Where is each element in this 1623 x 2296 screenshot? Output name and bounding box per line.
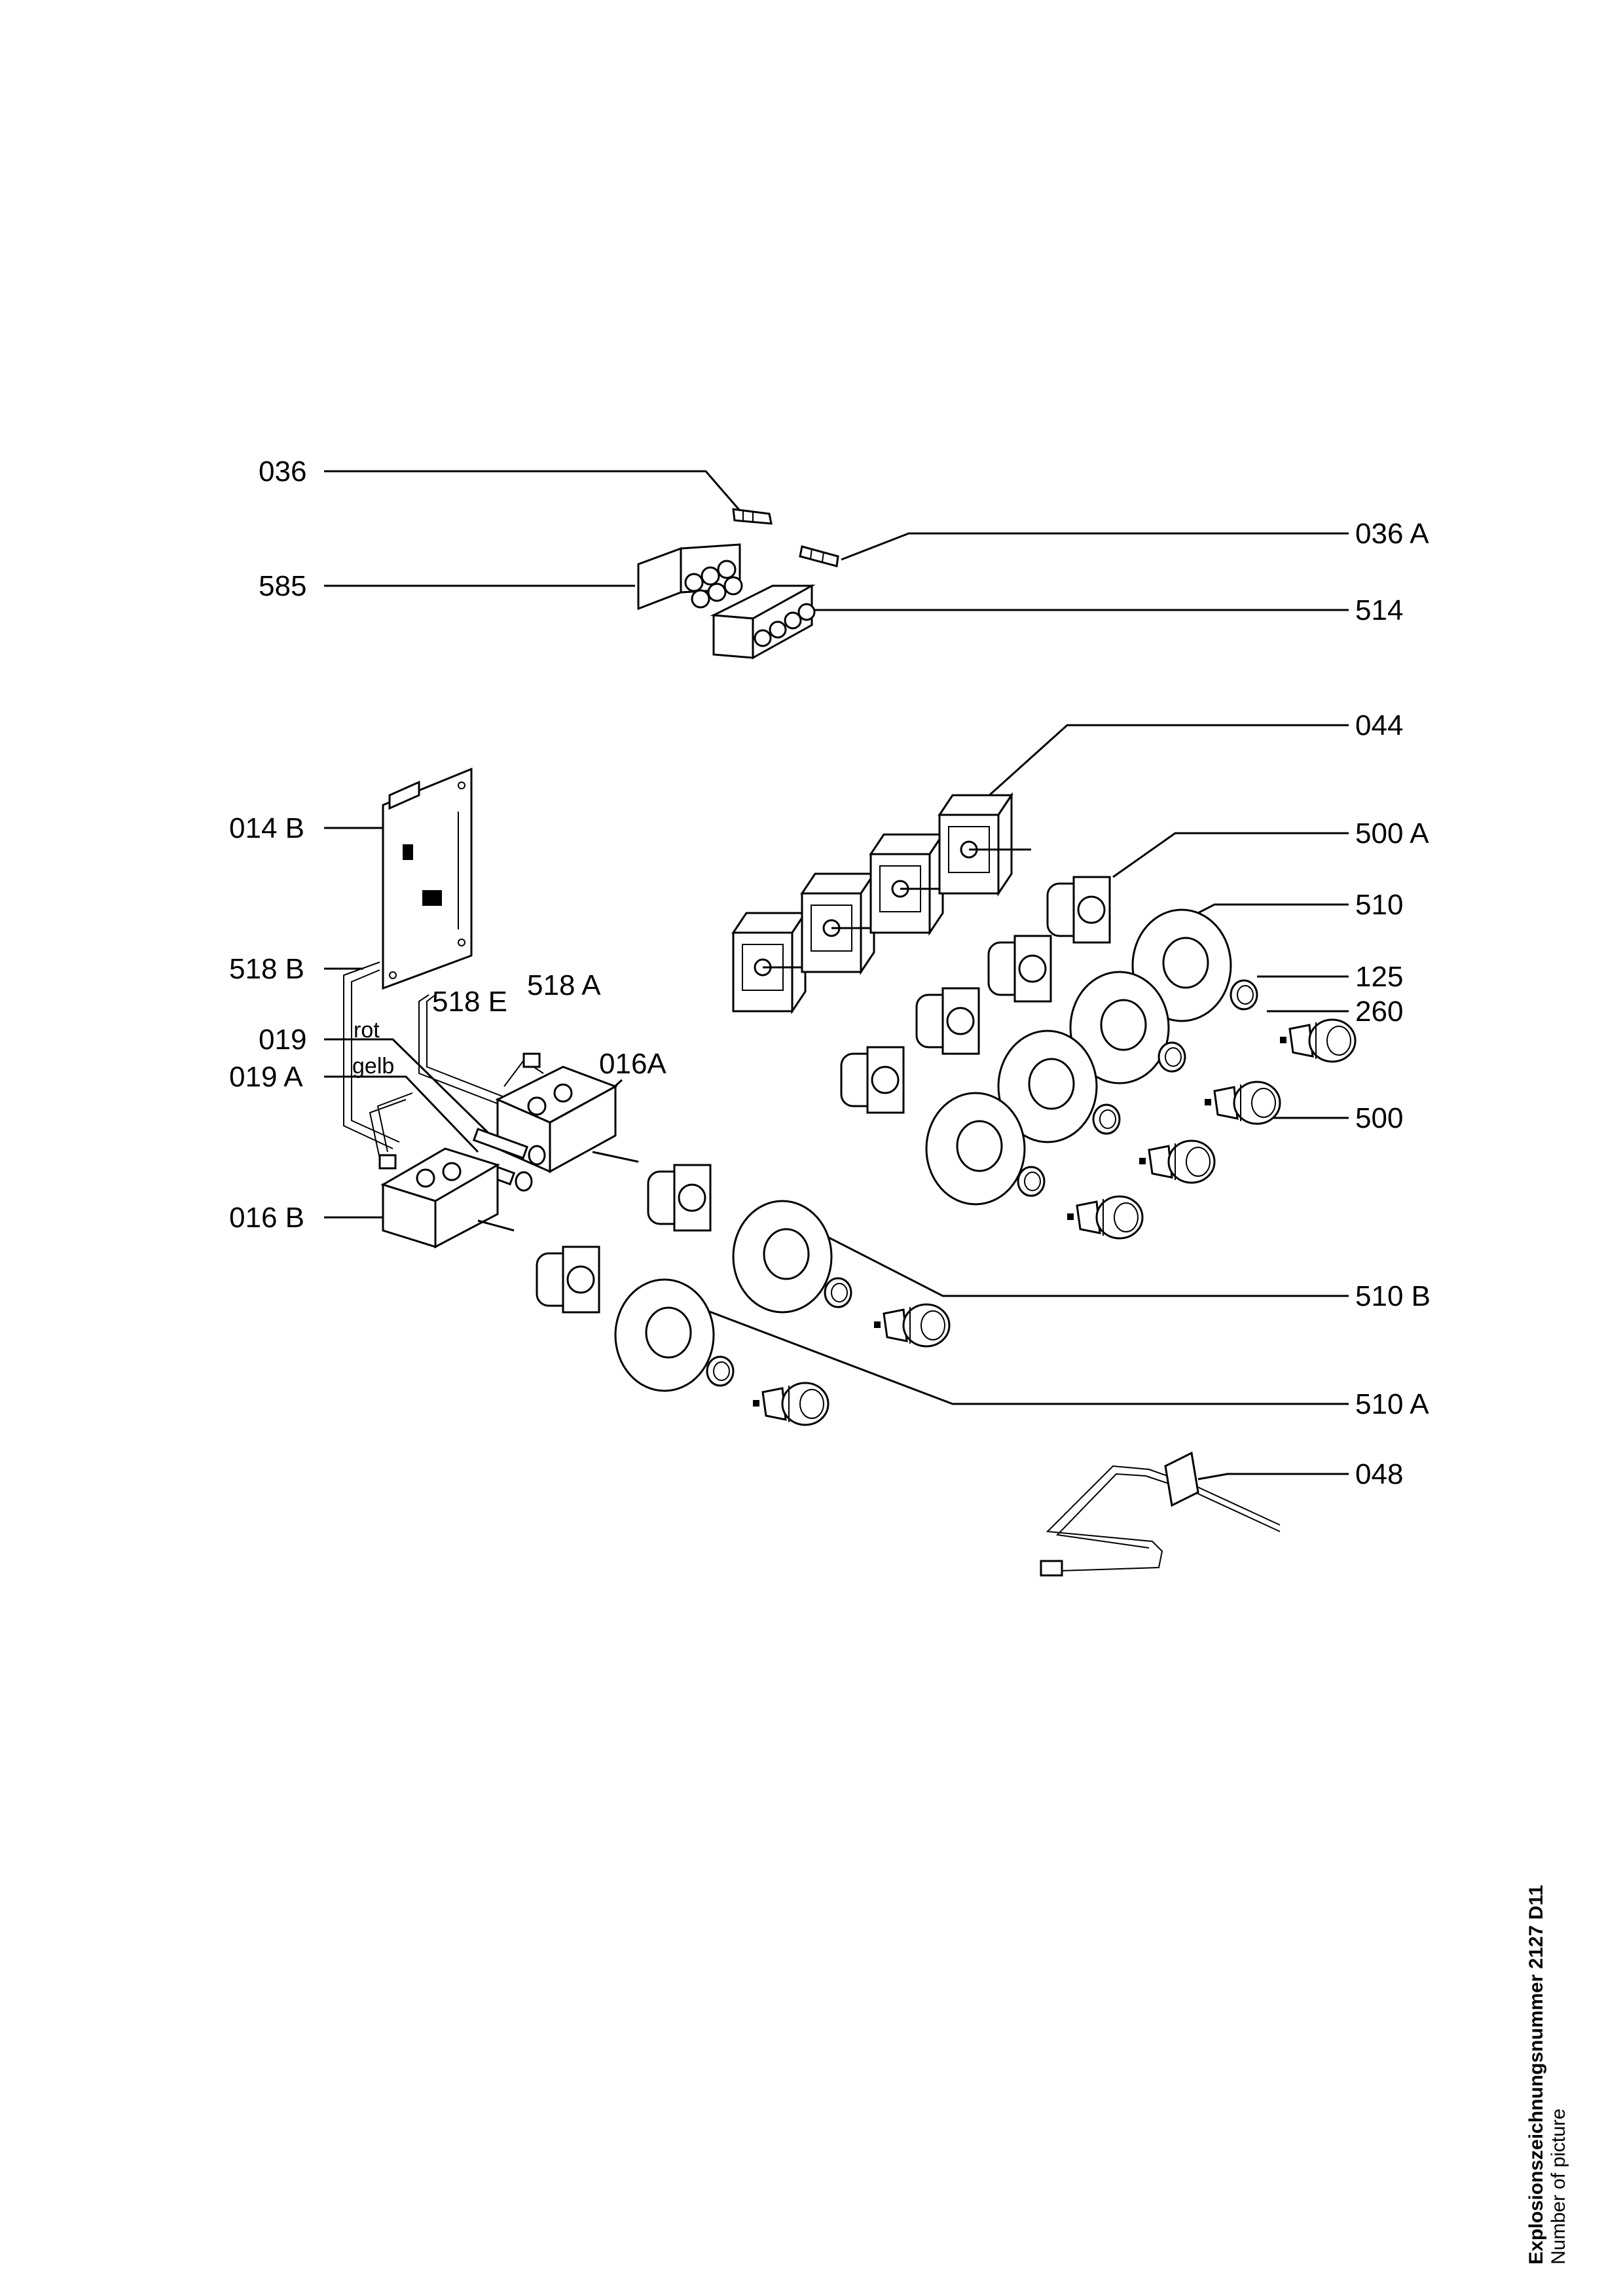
wire-label-rot: rot xyxy=(354,1018,380,1043)
leader-019 xyxy=(324,1038,489,1134)
leader-036 xyxy=(324,470,741,511)
callout-125: 125 xyxy=(1355,961,1403,993)
sleeve-500a-6 xyxy=(536,1246,600,1314)
rosette-510-4 xyxy=(925,1092,1026,1206)
connector-585-part xyxy=(637,543,743,611)
regulator-044-4 xyxy=(938,794,1032,895)
oring-125-6 xyxy=(706,1355,735,1387)
callout-016a: 016A xyxy=(599,1048,666,1080)
leader-048 xyxy=(1197,1473,1349,1480)
callout-518e: 518 E xyxy=(432,986,507,1018)
callout-510b: 510 B xyxy=(1355,1280,1431,1312)
callout-036a: 036 A xyxy=(1355,518,1429,550)
picture-number-label-de: Explosionszeichnungsnummer xyxy=(1525,1974,1547,2265)
terminal-036a-part xyxy=(799,545,839,567)
oring-125-3 xyxy=(1092,1103,1121,1135)
fuse-019-part xyxy=(472,1128,546,1166)
rosette-510a xyxy=(614,1278,715,1392)
leader-044 xyxy=(981,724,1349,803)
switch-016b-part xyxy=(380,1147,515,1249)
leader-510b xyxy=(808,1226,1349,1297)
wire-label-gelb: gelb xyxy=(352,1054,394,1079)
callout-044: 044 xyxy=(1355,709,1403,742)
sleeve-500a-1 xyxy=(1046,876,1111,944)
callout-500: 500 xyxy=(1355,1102,1403,1134)
callout-510: 510 xyxy=(1355,889,1403,921)
knob-500-5 xyxy=(873,1303,951,1348)
knob-500-4 xyxy=(1066,1195,1144,1240)
knob-500-2 xyxy=(1203,1081,1281,1125)
callout-019: 019 xyxy=(259,1024,306,1056)
leader-036a xyxy=(841,532,1349,561)
knob-500-3 xyxy=(1138,1139,1216,1184)
leader-019a xyxy=(324,1075,479,1153)
callout-514: 514 xyxy=(1355,594,1403,626)
knob-500-6 xyxy=(752,1382,830,1426)
callout-510a: 510 A xyxy=(1355,1388,1429,1420)
callout-036: 036 xyxy=(259,456,306,488)
picture-number-value: 2127 D11 xyxy=(1525,1884,1547,1969)
callout-048: 048 xyxy=(1355,1458,1403,1490)
callout-019a: 019 A xyxy=(229,1061,303,1093)
callout-518b: 518 B xyxy=(229,953,304,985)
circuit-board-014b-part xyxy=(382,767,473,990)
oring-125-1 xyxy=(1230,979,1258,1011)
oring-125-5 xyxy=(824,1277,852,1308)
leader-500a xyxy=(1112,832,1349,878)
picture-number-label-en: Number of picture xyxy=(1548,2108,1569,2265)
temperature-sensor-048-part xyxy=(1040,1451,1281,1577)
picture-number-block: Explosionszeichnungsnummer 2127 D11 Numb… xyxy=(1525,1885,1570,2265)
leader-510 xyxy=(1191,903,1349,918)
callout-585: 585 xyxy=(259,570,306,602)
callout-014b: 014 B xyxy=(229,812,304,844)
callout-016b: 016 B xyxy=(229,1202,304,1234)
rosette-510b xyxy=(732,1200,833,1314)
oring-125-4 xyxy=(1017,1166,1046,1197)
sleeve-500a-3 xyxy=(915,987,980,1055)
oring-125-2 xyxy=(1158,1041,1186,1073)
callout-500a: 500 A xyxy=(1355,817,1429,850)
connector-514-part xyxy=(710,584,816,660)
knob-500-1 xyxy=(1279,1018,1357,1063)
callout-260: 260 xyxy=(1355,996,1403,1028)
sleeve-500a-4 xyxy=(840,1046,905,1114)
terminal-036-part xyxy=(732,508,773,525)
sleeve-500a-2 xyxy=(987,935,1052,1003)
wire-harness-518-part xyxy=(343,961,544,1170)
callout-518a: 518 A xyxy=(527,969,601,1001)
sleeve-500a-5 xyxy=(647,1164,712,1232)
leader-510a xyxy=(693,1304,1349,1405)
